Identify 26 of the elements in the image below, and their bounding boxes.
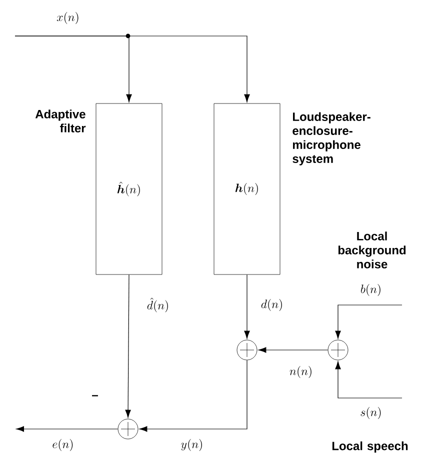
arrow — [125, 274, 131, 418]
edge-label: $s(n)$ — [360, 407, 381, 420]
arrow — [16, 426, 118, 432]
arrow — [139, 360, 248, 432]
edge-label: $y(n)$ — [181, 439, 202, 452]
arrow — [258, 347, 328, 353]
arrow — [335, 361, 402, 398]
arrow — [244, 274, 250, 339]
block-caption: Adaptive filter — [35, 110, 86, 132]
summing-junction — [236, 340, 258, 360]
edge-label: $x(n)$ — [56, 12, 78, 24]
signal-caption: Local speech — [332, 441, 408, 453]
edge-label: $e(n)$ — [52, 439, 73, 452]
block-caption: Loudspeaker-enclosure-microphone system — [292, 112, 370, 166]
summing-junction — [328, 340, 348, 360]
signal-caption: Local background noise — [338, 232, 406, 268]
edge-label: $b(n)$ — [360, 284, 380, 296]
summing-junction — [118, 418, 138, 440]
arrow — [14, 36, 250, 102]
filter-box: $\hat{\boldsymbol{h}}(n)$ — [96, 103, 162, 275]
filter-box: $\boldsymbol{h}(n)$ — [214, 103, 280, 275]
minus-sign: – — [92, 395, 98, 396]
edge-label: $n(n)$ — [290, 366, 312, 378]
edge-label: $\hat{d}(n)$ — [147, 298, 168, 312]
edge-label: $d(n)$ — [261, 299, 282, 312]
arrow — [335, 304, 402, 339]
